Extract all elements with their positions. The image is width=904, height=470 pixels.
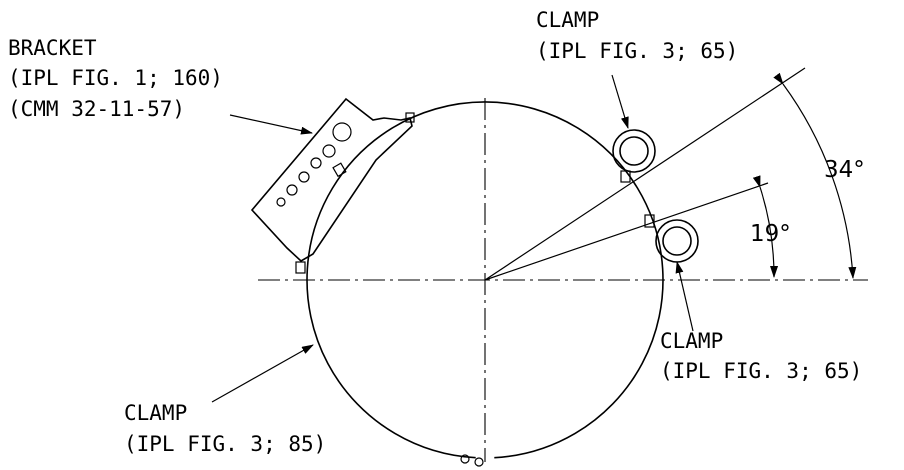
bracket-hole — [276, 197, 286, 207]
bracket-hole — [310, 157, 322, 169]
bracket-hole — [332, 122, 352, 142]
clamp-upper-inner — [619, 136, 649, 166]
clamp-top-label: CLAMP — [536, 8, 599, 32]
dimension-arc-34 — [773, 72, 857, 279]
bracket-ipl-ref: (IPL FIG. 1; 160) — [8, 66, 223, 90]
bracket-tab-bottom — [295, 261, 306, 274]
clamp-lower-tab — [644, 214, 655, 228]
angle-line-34 — [484, 67, 806, 281]
angle-label-34: 34° — [824, 157, 865, 183]
main-clamp-ring — [306, 101, 664, 459]
leader-clamp-bottom — [211, 344, 314, 403]
clamp-upper-tab — [620, 170, 631, 183]
clamp-upper — [612, 129, 656, 183]
bracket-hole — [298, 171, 310, 183]
bracket-cmm-ref: (CMM 32-11-57) — [8, 97, 185, 121]
angle-line-19 — [484, 182, 769, 281]
clamp-bottom-ipl-ref: (IPL FIG. 3; 85) — [124, 432, 326, 456]
bracket-tab-top — [405, 112, 415, 123]
clamp-upper-outer — [612, 129, 656, 173]
leader-bracket — [229, 114, 313, 135]
bracket-hole — [322, 144, 336, 158]
bracket-hole — [286, 184, 298, 196]
bracket-body — [250, 97, 413, 262]
clamp-right-label: CLAMP — [660, 329, 723, 353]
clamp-top-ipl-ref: (IPL FIG. 3; 65) — [536, 39, 738, 63]
clamp-end-hole-right — [474, 457, 484, 467]
clamp-lower-inner — [662, 226, 692, 256]
bracket — [250, 97, 415, 274]
clamp-end-hole-left — [460, 454, 470, 464]
dimension-arc-19 — [752, 175, 779, 278]
clamp-bottom-label: CLAMP — [124, 401, 187, 425]
bracket-label: BRACKET — [8, 36, 97, 60]
leader-clamp-right — [675, 261, 694, 332]
clamp-right-ipl-ref: (IPL FIG. 3; 65) — [660, 359, 862, 383]
angle-label-19: 19° — [750, 221, 791, 247]
bracket-tab-side — [332, 162, 347, 178]
leader-clamp-top — [611, 74, 629, 129]
